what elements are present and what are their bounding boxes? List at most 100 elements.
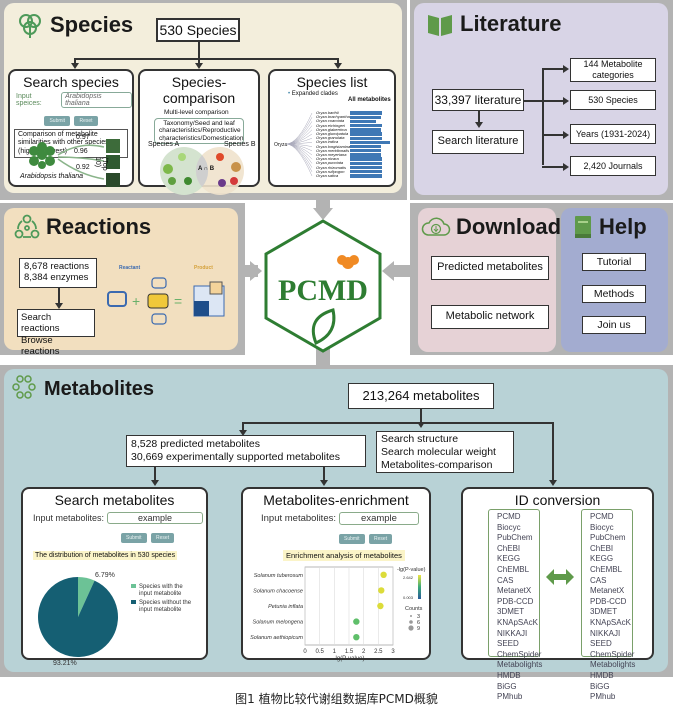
join-us-button[interactable]: Join us xyxy=(582,316,646,334)
species-row[interactable]: Oryza rhizomatis xyxy=(316,165,394,170)
database-item[interactable]: BiGG xyxy=(590,681,610,691)
svg-text:+: + xyxy=(132,293,140,309)
submit-button[interactable]: Submit xyxy=(339,534,365,544)
species-row[interactable]: Oryza longistaminata xyxy=(316,144,394,149)
database-item[interactable]: PCMD xyxy=(497,512,521,521)
database-item[interactable]: Biocyc xyxy=(497,522,521,532)
reset-button[interactable]: Reset xyxy=(151,533,175,543)
help-title: Help xyxy=(599,214,647,239)
literature-total-box[interactable]: 33,397 literature xyxy=(432,89,524,111)
database-item[interactable]: NIKKAJI xyxy=(497,628,528,638)
database-item[interactable]: KNApSAcK xyxy=(497,617,538,627)
database-item[interactable]: PubChem xyxy=(590,533,626,543)
pie-slice xyxy=(38,577,118,657)
database-item[interactable]: SEED xyxy=(590,639,612,649)
help-heading: Help xyxy=(573,214,647,240)
database-item[interactable]: PCMD xyxy=(590,512,614,521)
database-item[interactable]: ChemSpider xyxy=(497,649,542,659)
species-name: Oryza indica xyxy=(316,139,339,145)
species-row[interactable]: Oryza brachyantha xyxy=(316,115,394,119)
database-item[interactable]: MetanetX xyxy=(497,586,532,596)
database-item[interactable]: HMDB xyxy=(590,670,614,680)
literature-item[interactable]: Years (1931-2024) xyxy=(570,124,656,144)
species-heading: Species xyxy=(16,11,133,39)
database-item[interactable]: PMhub xyxy=(590,692,616,702)
species-row[interactable]: Oryza rufipogon xyxy=(316,169,394,174)
size-legend-label: 9 xyxy=(417,626,420,632)
literature-panel: Literature 33,397 literature Search lite… xyxy=(414,3,668,195)
database-item[interactable]: KEGG xyxy=(497,554,521,564)
species-row[interactable]: Oryza nivara xyxy=(316,157,394,161)
database-item[interactable]: CAS xyxy=(590,575,607,585)
reset-button[interactable]: Reset xyxy=(74,116,98,126)
submit-button[interactable]: Submit xyxy=(44,116,71,126)
metabolite-input[interactable]: example xyxy=(339,512,419,525)
species-row[interactable]: Oryza glaberrima xyxy=(316,127,394,132)
database-item[interactable]: NIKKAJI xyxy=(590,628,621,638)
x-tick-label: 3 xyxy=(391,649,395,655)
database-item[interactable]: ChEMBL xyxy=(590,564,623,574)
database-item[interactable]: Biocyc xyxy=(590,522,614,532)
species-comparison-card[interactable]: Species-comparison Multi-level compariso… xyxy=(138,69,260,195)
database-item[interactable]: ChEMBL xyxy=(497,564,530,574)
y-tick-label: Solanum chacoense xyxy=(253,588,303,594)
database-item[interactable]: SEED xyxy=(497,639,519,649)
metabolite-input[interactable]: example xyxy=(107,512,204,524)
database-item[interactable]: CAS xyxy=(497,575,514,585)
search-species-card[interactable]: Search species Input speices: Arabidopsi… xyxy=(8,69,134,187)
metabolite-bar xyxy=(350,132,382,136)
metabolites-title: Metabolites xyxy=(44,377,155,400)
literature-item[interactable]: 530 Species xyxy=(570,90,656,110)
database-item[interactable]: ChemSpider xyxy=(590,649,635,659)
download-network-button[interactable]: Metabolic network xyxy=(431,305,549,329)
search-literature-button[interactable]: Search literature xyxy=(432,130,524,154)
browse-reactions-link[interactable]: Browse reactions xyxy=(21,334,60,358)
plant-icon xyxy=(29,142,55,169)
database-item[interactable]: 3DMET xyxy=(497,607,525,617)
download-predicted-button[interactable]: Predicted metabolites xyxy=(431,256,549,280)
database-item[interactable]: HMDB xyxy=(497,670,521,680)
database-item[interactable]: 3DMET xyxy=(590,607,618,617)
database-item[interactable]: KNApSAcK xyxy=(590,617,631,627)
methods-button[interactable]: Methods xyxy=(582,285,646,303)
species-list-card[interactable]: Species list • Expanded clades All metab… xyxy=(268,69,396,187)
species-row[interactable]: Oryza coarctata xyxy=(316,119,394,124)
database-item[interactable]: Metabolights xyxy=(497,660,543,670)
database-item[interactable]: PubChem xyxy=(497,533,533,543)
species-row[interactable]: Oryza barthii xyxy=(316,111,394,115)
metabolites-total-box[interactable]: 213,264 metabolites xyxy=(348,383,494,409)
species-row[interactable]: Oryza meridionalis xyxy=(316,148,394,153)
database-item[interactable]: MetanetX xyxy=(590,586,625,596)
tutorial-button[interactable]: Tutorial xyxy=(582,253,646,271)
search-reactions-link[interactable]: Search reactions xyxy=(21,312,60,335)
search-structure-link[interactable]: Search structure xyxy=(381,433,459,445)
search-weight-link[interactable]: Search molecular weight xyxy=(381,446,496,459)
database-item[interactable]: PDB-CCD xyxy=(497,596,534,606)
species-total-box[interactable]: 530 Species xyxy=(156,18,240,42)
literature-item[interactable]: 144 Metabolite categories xyxy=(570,58,656,82)
database-item[interactable]: ChEBI xyxy=(590,543,614,553)
species-row[interactable]: Oryza sativa xyxy=(316,173,394,178)
species-row[interactable]: Oryza meyeriana xyxy=(316,152,394,157)
species-row[interactable]: Oryza glumipatula xyxy=(316,132,394,136)
species-row[interactable]: Oryza eichingeri xyxy=(316,123,394,128)
database-item[interactable]: PMhub xyxy=(497,692,523,702)
species-row[interactable]: Oryza punctata xyxy=(316,161,394,166)
enrichment-card[interactable]: Metabolites-enrichment Input metabolites… xyxy=(241,487,431,662)
metabolites-comparison-link[interactable]: Metabolites-comparison xyxy=(381,459,493,472)
submit-button[interactable]: Submit xyxy=(121,533,147,543)
species-row[interactable]: Oryza indica xyxy=(316,139,394,145)
search-metabolites-card[interactable]: Search metabolites Input metabolites: ex… xyxy=(21,487,208,667)
database-item[interactable]: KEGG xyxy=(590,554,614,564)
y-tick-label: Solanum melongena xyxy=(253,620,303,626)
reset-button[interactable]: Reset xyxy=(369,534,393,544)
legend-text: Expanded clades xyxy=(291,91,338,97)
database-item[interactable]: BiGG xyxy=(497,681,517,691)
literature-item[interactable]: 2,420 Journals xyxy=(570,156,656,176)
database-item[interactable]: PDB-CCD xyxy=(590,596,627,606)
database-item[interactable]: Metabolights xyxy=(590,660,636,670)
database-item[interactable]: ChEBI xyxy=(497,543,521,553)
species-row[interactable]: Oryza granulata xyxy=(316,136,394,140)
species-input[interactable]: Arabidopsis thaliana xyxy=(61,92,132,108)
